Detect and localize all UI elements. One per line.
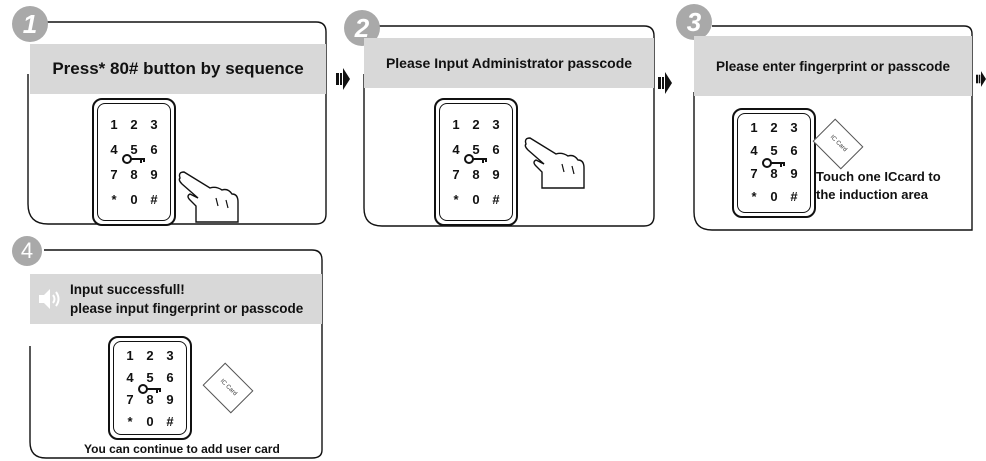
instruction-note: You can continue to add user card <box>84 442 280 456</box>
keypad-keys: 1 2 3 4 5 6 7 8 9 * 0 # <box>446 112 506 212</box>
keypad: 1 2 3 4 5 6 7 8 9 * 0 # <box>434 98 518 226</box>
keypad-keys: 1 2 3 4 5 6 7 8 9 * 0 # <box>744 116 804 216</box>
note-line-2: the induction area <box>816 187 928 202</box>
key-8: 8 <box>130 167 138 182</box>
step-number-badge: 2 <box>344 10 380 46</box>
step-panel-1: 1 Press* 80# button by sequence 1 2 3 4 … <box>8 4 328 226</box>
ic-card-label: IC Card <box>218 378 238 398</box>
key-hash: # <box>790 189 798 204</box>
keypad-keys: 1 2 3 4 5 6 7 8 9 * 0 # <box>120 344 180 444</box>
step-title: Please enter fingerprint or passcode <box>694 36 972 96</box>
key-8: 8 <box>770 166 778 181</box>
arrow-right-icon <box>976 71 986 87</box>
key-7: 7 <box>750 166 758 181</box>
key-9: 9 <box>492 167 500 182</box>
key-2: 2 <box>146 347 154 363</box>
key-hash: # <box>150 192 158 207</box>
key-2: 2 <box>472 117 480 132</box>
key-icon <box>122 154 145 164</box>
key-star: * <box>453 192 459 207</box>
step-panel-4: 4 Input successfull! please input finger… <box>6 236 328 460</box>
key-5: 5 <box>770 143 778 158</box>
step-number-badge: 3 <box>676 4 712 40</box>
key-7: 7 <box>452 167 460 182</box>
title-line-1: Input successfull! <box>70 282 185 297</box>
pointing-hand-icon <box>524 137 585 189</box>
key-4: 4 <box>110 142 118 157</box>
key-8: 8 <box>472 167 480 182</box>
title-line-2: please input fingerprint or passcode <box>70 301 304 316</box>
key-4: 4 <box>452 142 460 157</box>
step-number-badge: 1 <box>12 6 48 42</box>
key-5: 5 <box>130 142 138 157</box>
key-7: 7 <box>126 391 134 407</box>
key-hash: # <box>492 192 500 207</box>
key-5: 5 <box>472 142 480 157</box>
step-panel-3: 3 Please enter fingerprint or passcode 1… <box>672 2 973 232</box>
key-9: 9 <box>166 391 174 407</box>
key-star: * <box>751 189 757 204</box>
key-star: * <box>127 413 133 429</box>
key-9: 9 <box>790 166 798 181</box>
panel-frame <box>29 249 323 459</box>
key-icon <box>762 158 785 168</box>
key-4: 4 <box>750 143 758 158</box>
step-title: Press* 80# button by sequence <box>30 44 326 94</box>
key-icon <box>138 384 161 394</box>
key-0: 0 <box>146 413 154 429</box>
keypad: 1 2 3 4 5 6 7 8 9 * 0 # <box>732 108 816 218</box>
key-1: 1 <box>126 347 134 363</box>
key-1: 1 <box>750 120 758 135</box>
key-9: 9 <box>150 167 158 182</box>
arrow-right-icon <box>336 68 350 90</box>
key-6: 6 <box>492 142 500 157</box>
arrow-right-icon <box>658 72 672 94</box>
key-4: 4 <box>126 369 134 385</box>
key-3: 3 <box>790 120 798 135</box>
keypad: 1 2 3 4 5 6 7 8 9 * 0 # <box>108 336 192 440</box>
key-1: 1 <box>452 117 460 132</box>
key-3: 3 <box>166 347 174 363</box>
panel-frame <box>27 21 327 225</box>
keypad-keys: 1 2 3 4 5 6 7 8 9 * 0 # <box>104 112 164 212</box>
speaker-icon <box>39 289 60 309</box>
keypad: 1 2 3 4 5 6 7 8 9 * 0 # <box>92 98 176 226</box>
step-panel-2: 2 Please Input Administrator passcode 1 … <box>342 4 662 227</box>
key-6: 6 <box>790 143 798 158</box>
key-star: * <box>111 192 117 207</box>
key-8: 8 <box>146 391 154 407</box>
note-line-1: Touch one ICcard to <box>816 169 941 184</box>
pointing-hand-icon <box>178 171 239 223</box>
key-3: 3 <box>492 117 500 132</box>
step-number-badge: 4 <box>12 236 42 266</box>
key-6: 6 <box>150 142 158 157</box>
instruction-note: Touch one ICcard to the induction area <box>816 168 941 204</box>
key-2: 2 <box>130 117 138 132</box>
key-1: 1 <box>110 117 118 132</box>
key-hash: # <box>166 413 174 429</box>
key-6: 6 <box>166 369 174 385</box>
panel-frame <box>693 25 973 231</box>
key-0: 0 <box>770 189 778 204</box>
key-0: 0 <box>472 192 480 207</box>
key-2: 2 <box>770 120 778 135</box>
key-0: 0 <box>130 192 138 207</box>
ic-card-label: IC Card <box>828 134 848 154</box>
step-title: Input successfull! please input fingerpr… <box>30 274 322 324</box>
panel-frame <box>363 25 655 227</box>
key-7: 7 <box>110 167 118 182</box>
step-title: Please Input Administrator passcode <box>364 38 654 88</box>
key-5: 5 <box>146 369 154 385</box>
key-icon <box>464 154 487 164</box>
key-3: 3 <box>150 117 158 132</box>
